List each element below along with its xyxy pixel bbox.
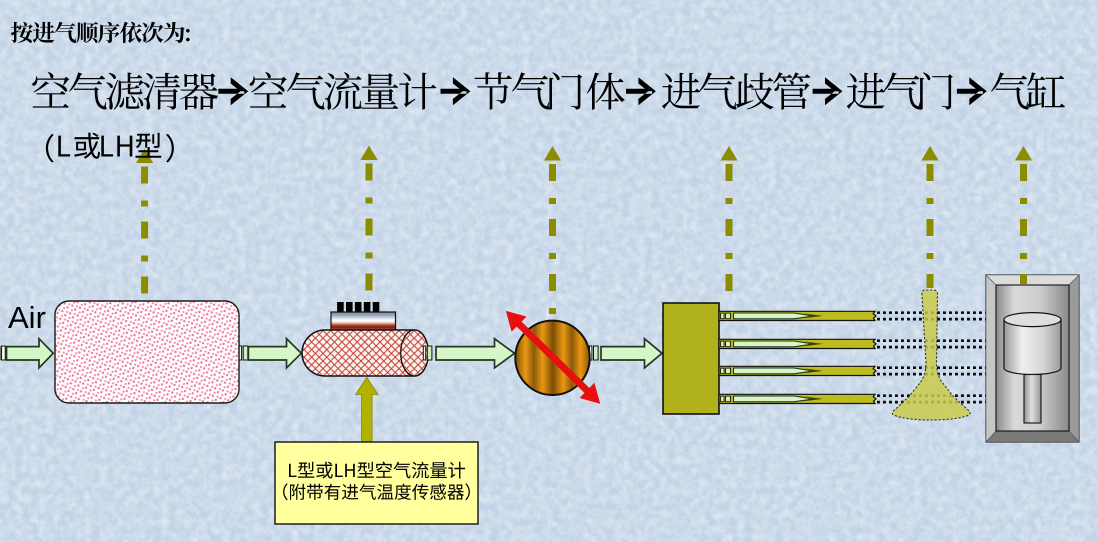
svg-text:Air: Air bbox=[8, 300, 46, 335]
